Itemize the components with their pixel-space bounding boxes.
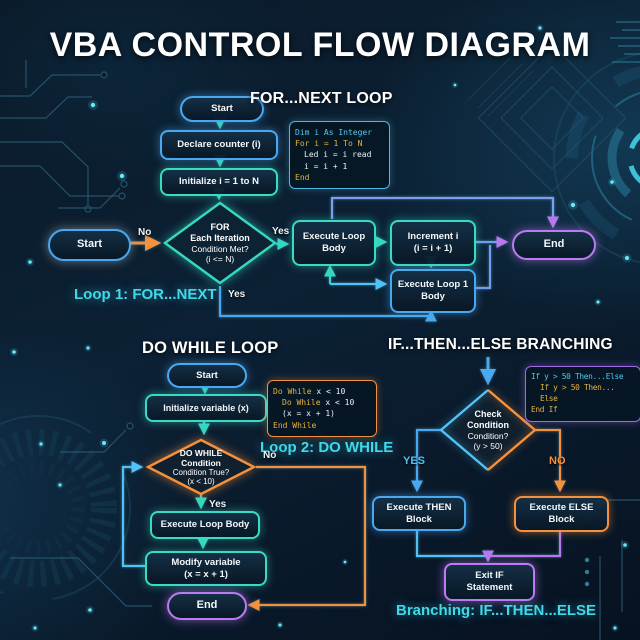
- dw-condition-diamond: DO WHILE Condition Condition True? (x < …: [145, 438, 257, 496]
- if-condition-diamond: Check Condition Condition? (y > 50): [438, 387, 538, 473]
- for-increment-node: Increment i (i = i + 1): [390, 220, 476, 266]
- code-line: For i = 1 To N: [295, 139, 363, 149]
- code-expr: x < 10: [316, 387, 346, 396]
- if-diamond-line4: (y > 50): [473, 440, 503, 451]
- dw-init-node: Initialize variable (x): [145, 394, 267, 422]
- for-diamond-line2: Each Iteration: [190, 232, 250, 243]
- for-execute-body2-node: Execute Loop 1 Body: [390, 269, 476, 313]
- code-line: (x = x + 1): [282, 409, 335, 419]
- code-line: End If: [531, 404, 558, 414]
- for-yes-bottom-label: Yes: [228, 289, 246, 300]
- for-declare-node: Declare counter (i): [160, 130, 278, 160]
- page-title: VBA CONTROL FLOW DIAGRAM: [49, 26, 591, 64]
- if-yes-label: YES: [403, 455, 426, 467]
- if-diamond-line3: Condition?: [467, 430, 509, 441]
- dw-no-label: No: [263, 450, 277, 461]
- dw-yes-label: Yes: [209, 499, 227, 510]
- dw-diamond-line4: (x < 10): [187, 477, 215, 487]
- if-else-header: IF...THEN...ELSE BRANCHING: [388, 336, 613, 353]
- code-line: i = i + 1: [304, 161, 348, 171]
- code-line: Dim i As Integer: [295, 128, 373, 137]
- code-line: If y > 50 Then...Else: [531, 372, 624, 381]
- dw-modify-node: Modify variable (x = x + 1): [145, 551, 267, 586]
- code-keyword: Do While: [282, 398, 321, 408]
- if-then-block-node: Execute THEN Block: [372, 496, 466, 531]
- if-else-block-node: Execute ELSE Block: [514, 496, 609, 532]
- dw-execute-body-node: Execute Loop Body: [150, 511, 260, 539]
- code-line: Do While x < 10: [273, 397, 371, 408]
- if-no-label: NO: [549, 455, 566, 467]
- for-init-node: Initialize i = 1 to N: [160, 168, 278, 196]
- do-while-header: DO WHILE LOOP: [142, 339, 279, 357]
- if-exit-node: Exit IF Statement: [444, 563, 535, 601]
- dw-code-block: Do While x < 10 Do While x < 10 (x = x +…: [267, 380, 377, 437]
- if-diamond-line1: Check: [474, 409, 502, 420]
- for-next-header: FOR...NEXT LOOP: [250, 90, 393, 107]
- for-start-left-node: Start: [48, 229, 131, 261]
- for-diamond-line4: (i <= N): [205, 253, 235, 264]
- dw-start-node: Start: [167, 363, 247, 388]
- dw-diamond-line1: DO WHILE: [179, 447, 223, 458]
- if-diamond-line2: Condition: [467, 419, 509, 430]
- dw-diamond-line3: Condition True?: [172, 467, 230, 477]
- code-line: Else: [540, 393, 558, 403]
- code-line: Led i = i read: [304, 150, 372, 160]
- dw-diamond-line2: Condition: [181, 457, 221, 468]
- for-code-block: Dim i As Integer For i = 1 To N Led i = …: [289, 121, 390, 189]
- for-yes-right-label: Yes: [272, 226, 290, 237]
- code-line: Do While x < 10: [273, 386, 371, 397]
- loop1-caption: Loop 1: FOR...NEXT: [74, 286, 217, 303]
- for-condition-diamond: FOR Each Iteration Condition Met? (i <= …: [162, 200, 278, 286]
- dw-end-node: End: [167, 592, 247, 620]
- if-code-block: If y > 50 Then...Else If y > 50 Then... …: [525, 366, 640, 422]
- branching-caption: Branching: IF...THEN...ELSE: [396, 602, 597, 619]
- for-execute-body-node: Execute Loop Body: [292, 220, 376, 266]
- for-diamond-line3: Condition Met?: [191, 243, 249, 254]
- code-line: If y > 50 Then...: [540, 382, 615, 392]
- code-line: End While: [273, 420, 317, 430]
- for-no-label: No: [138, 227, 152, 238]
- code-line: End: [295, 172, 310, 182]
- for-end-node: End: [512, 230, 596, 260]
- code-keyword: Do While: [273, 387, 312, 396]
- code-expr: x < 10: [325, 398, 355, 408]
- loop2-caption: Loop 2: DO WHILE: [260, 439, 394, 456]
- for-diamond-line1: FOR: [210, 222, 230, 233]
